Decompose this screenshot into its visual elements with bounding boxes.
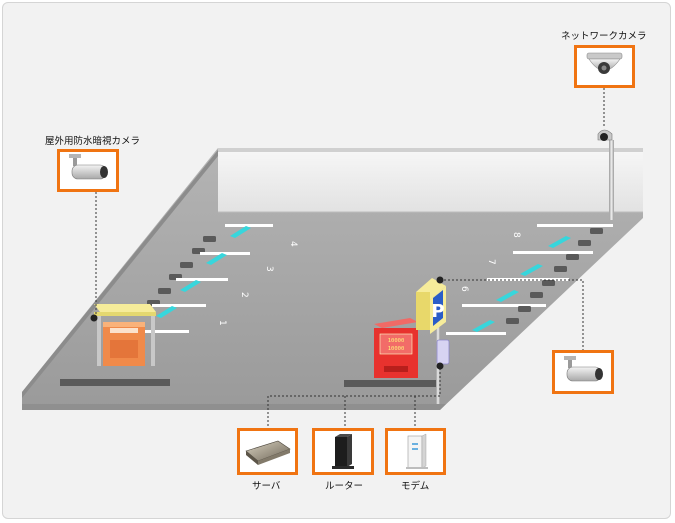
outdoor-camera-box [57, 149, 119, 192]
dome-camera-icon [586, 52, 623, 74]
front-curb-right [344, 380, 440, 387]
space-number-6: 6 [459, 286, 469, 292]
vending-machine: 10000 10000 [374, 318, 418, 378]
front-curb-left [60, 379, 170, 386]
modem-label: モデム [401, 481, 430, 492]
space-line-3 [169, 252, 250, 280]
router-box [312, 428, 374, 475]
space-number-1: 1 [217, 320, 227, 326]
server-label: サーバ [252, 481, 281, 492]
connection-nodes [90, 276, 444, 370]
left-parking-spaces: 4 3 2 1 [143, 224, 298, 333]
server-icon [245, 440, 291, 465]
space-number-4: 4 [288, 241, 298, 247]
space-number-8: 8 [511, 232, 521, 238]
svg-text:10000: 10000 [388, 346, 405, 352]
router-icon [332, 434, 354, 469]
parking-lot-floor [22, 148, 643, 410]
payment-terminal [436, 339, 450, 365]
parking-booth [94, 304, 156, 366]
network-camera-pole [597, 129, 614, 220]
parking-sign: P [416, 278, 450, 404]
network-camera-box [574, 45, 635, 88]
connection-lines [95, 88, 605, 428]
server-box [237, 428, 298, 475]
space-number-7: 7 [486, 259, 496, 265]
bullet-camera-icon [69, 154, 108, 180]
outdoor-camera-right-box [552, 350, 614, 394]
parking-sign-letter: P [431, 301, 444, 322]
back-wall [218, 148, 643, 213]
svg-text:10000: 10000 [388, 338, 405, 344]
outdoor-camera-label: 屋外用防水暗視カメラ [45, 136, 141, 147]
space-number-2: 2 [239, 292, 249, 298]
modem-icon [406, 433, 428, 469]
modem-box [385, 428, 446, 475]
network-camera-label: ネットワークカメラ [561, 31, 647, 42]
space-number-3: 3 [264, 266, 274, 272]
bullet-camera-icon [564, 356, 603, 382]
space-line-1 [143, 304, 206, 333]
router-label: ルーター [325, 481, 364, 492]
